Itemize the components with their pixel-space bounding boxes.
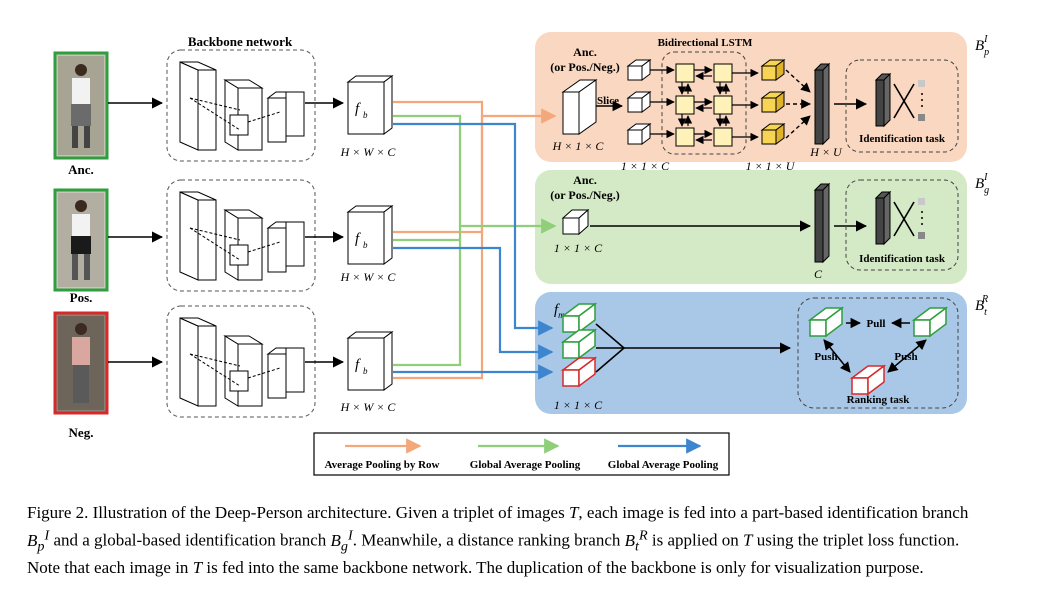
lstm-grid (650, 51, 759, 155)
backbone-network (166, 305, 316, 418)
svg-text:f: f (355, 231, 361, 247)
fb-dims: H × W × C (340, 145, 397, 159)
part-input-block (561, 79, 598, 135)
ranking-task: Pull Push Push Ranking task (797, 297, 959, 409)
slice-dims: 1 × 1 × C (621, 159, 670, 173)
svg-text:Push: Push (894, 351, 917, 363)
part-feature-dims: H × U (809, 145, 843, 159)
feature-map-cube: f b (346, 75, 394, 135)
svg-text:f: f (355, 357, 361, 373)
slice-stack (626, 59, 652, 145)
backbone-title: Backbone network (188, 34, 293, 49)
backbone-network (166, 179, 316, 292)
backbone-network (166, 49, 316, 162)
legend-label-row-pooling: Average Pooling by Row (325, 459, 440, 471)
global-input-block (561, 208, 590, 236)
global-branch-panel (535, 170, 967, 284)
svg-text:f: f (355, 101, 361, 117)
part-anc-label: Anc. (573, 45, 597, 59)
input-label-anchor: Anc. (68, 162, 94, 177)
ranking-dims: 1 × 1 × C (554, 398, 603, 412)
svg-text:Identification task: Identification task (859, 253, 946, 265)
feature-map-cube: f b (346, 331, 394, 391)
lstm-output-dims: 1 × 1 × U (746, 159, 796, 173)
part-feature-bar (813, 62, 831, 146)
svg-text:b: b (363, 240, 368, 250)
global-feature-bar (813, 182, 831, 264)
part-input-dims: H × 1 × C (552, 139, 605, 153)
fb-dims: H × W × C (340, 270, 397, 284)
caption-line-2: BpI and a global-based identification br… (27, 527, 960, 555)
svg-text:Push: Push (814, 351, 837, 363)
global-branch-symbol: BgI (975, 172, 989, 196)
input-image-anchor (53, 51, 109, 160)
part-anc-sub: (or Pos./Neg.) (550, 60, 619, 74)
svg-text:Pull: Pull (867, 318, 886, 330)
global-anc-sub: (or Pos./Neg.) (550, 188, 619, 202)
global-input-dims: 1 × 1 × C (554, 241, 603, 255)
architecture-diagram: Backbone network Anc. Pos. Neg. (53, 32, 989, 476)
caption-line-1: Figure 2. Illustration of the Deep-Perso… (27, 503, 969, 522)
feature-map-cube: f b (346, 205, 394, 265)
input-image-positive (53, 188, 109, 292)
legend-label-global-pooling-blue: Global Average Pooling (608, 459, 719, 471)
ranking-embeddings (560, 302, 598, 388)
svg-text:Identification task: Identification task (859, 133, 946, 145)
svg-text:b: b (363, 110, 368, 120)
global-feature-dims: C (814, 267, 823, 281)
part-branch-symbol: BpI (975, 34, 989, 58)
pooling-routes (393, 100, 557, 380)
lstm-output-stack (760, 59, 786, 145)
figure-caption: Figure 2. Illustration of the Deep-Perso… (27, 502, 1032, 579)
global-identification-task: Identification task (845, 179, 959, 271)
legend: Average Pooling by Row Global Average Po… (313, 432, 730, 476)
slice-label: Slice (597, 95, 619, 107)
svg-text:Ranking task: Ranking task (847, 394, 911, 406)
lstm-title: Bidirectional LSTM (658, 37, 753, 49)
input-label-positive: Pos. (70, 290, 93, 305)
legend-label-global-pooling-green: Global Average Pooling (470, 459, 581, 471)
input-image-negative (53, 311, 109, 415)
fb-dims: H × W × C (340, 400, 397, 414)
global-anc-label: Anc. (573, 173, 597, 187)
ranking-branch-symbol: BtR (975, 294, 988, 318)
input-label-negative: Neg. (69, 425, 94, 440)
caption-line-3: Note that each image in T is fed into th… (27, 558, 924, 578)
fm-label: fm (554, 302, 565, 320)
svg-text:b: b (363, 366, 368, 376)
part-identification-task: Identification task (845, 59, 959, 153)
